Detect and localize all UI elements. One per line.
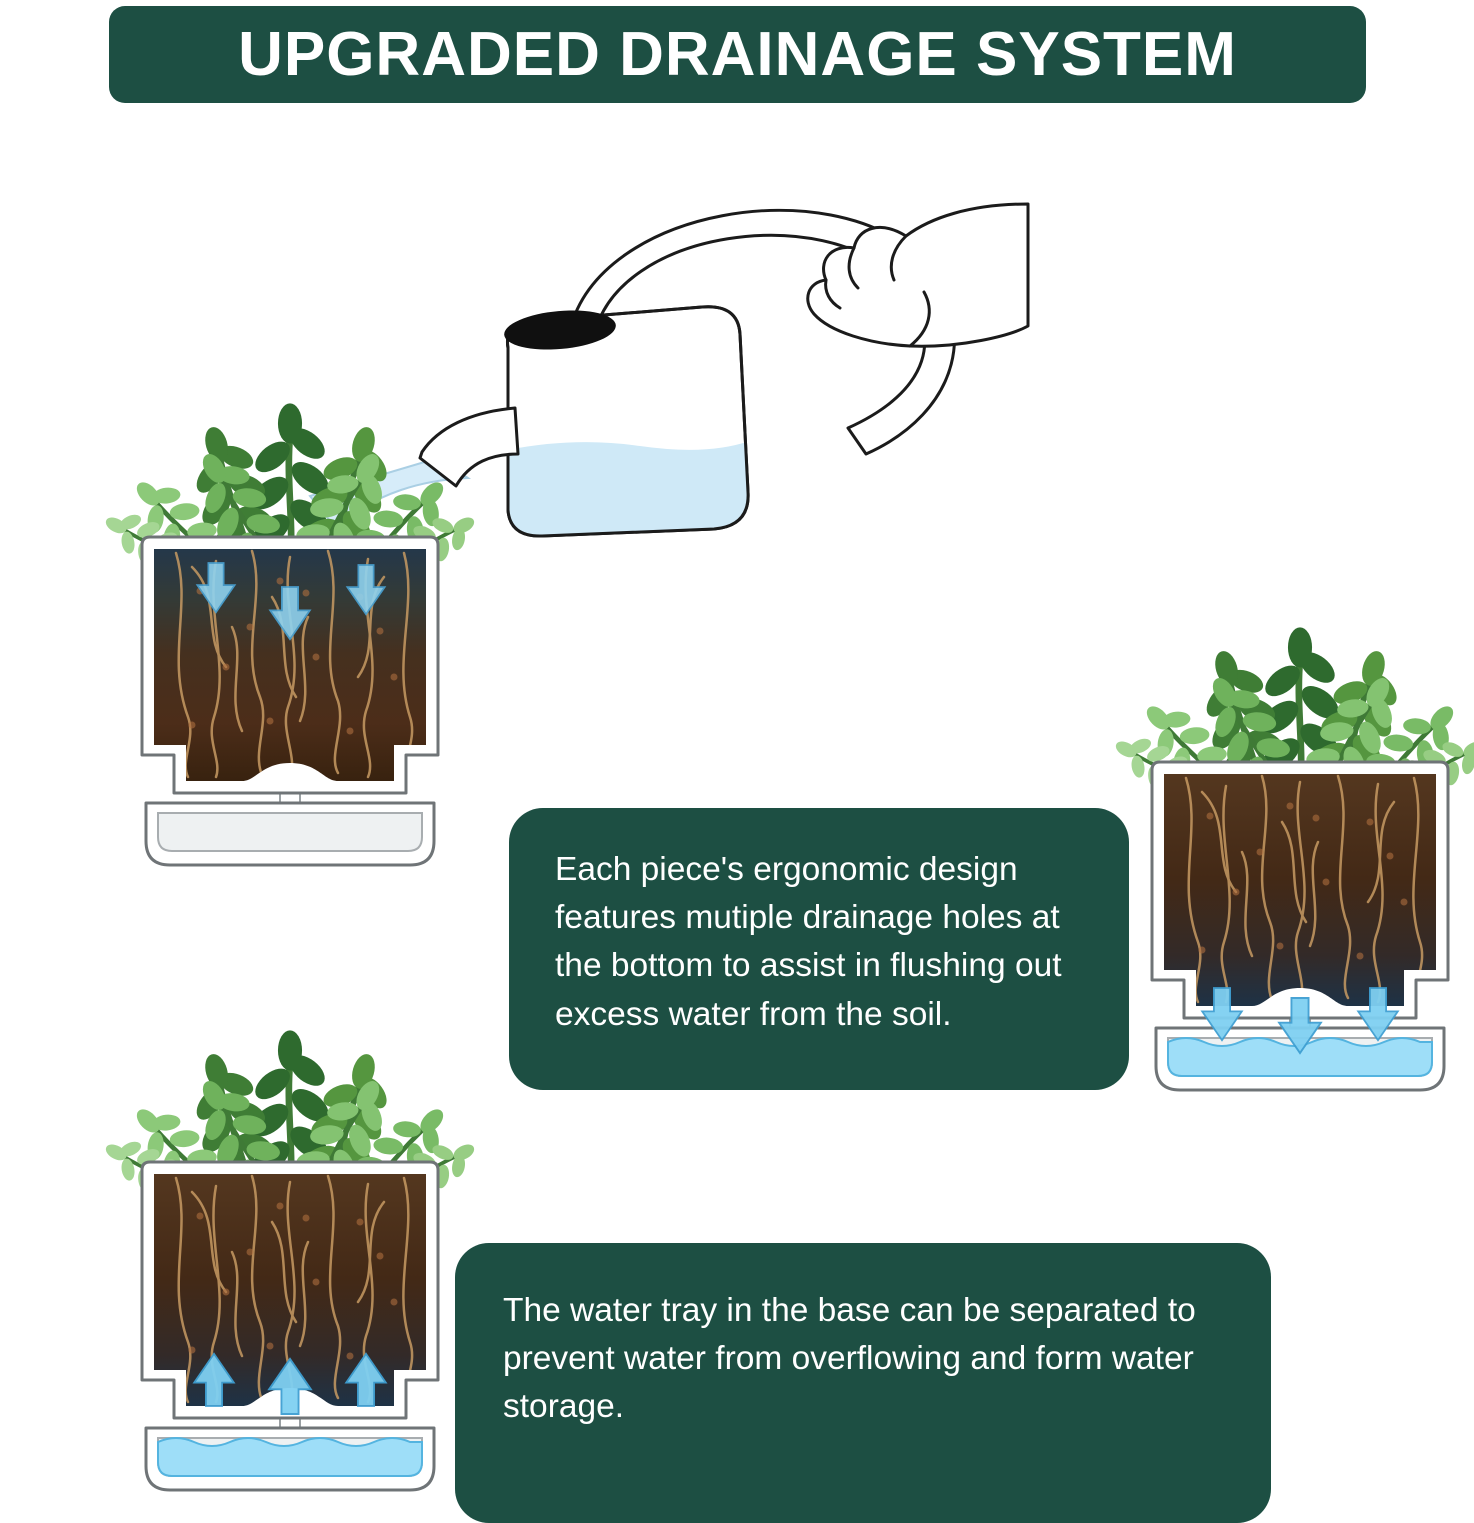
planter-flushing-to-tray-icon — [1150, 760, 1450, 1092]
can-opening — [504, 310, 616, 350]
can-handle — [568, 208, 956, 456]
callout-drainage-holes: Each piece's ergonomic design features m… — [509, 808, 1129, 1090]
callout-water-tray: The water tray in the base can be separa… — [455, 1243, 1271, 1523]
callout-water-tray-text: The water tray in the base can be separa… — [503, 1292, 1196, 1426]
plant-icon — [1135, 582, 1465, 788]
can-water — [507, 440, 749, 537]
hand-icon — [806, 202, 1030, 348]
planter-tray-water-storage-icon — [140, 1160, 440, 1492]
title-banner: UPGRADED DRAINAGE SYSTEM — [109, 6, 1366, 103]
watering-can-pouring-icon — [308, 202, 1030, 538]
planter-draining-from-top-icon — [140, 535, 440, 867]
callout-drainage-holes-text: Each piece's ergonomic design features m… — [555, 851, 1062, 1033]
plant-icon — [125, 358, 455, 564]
can-spout — [418, 406, 520, 488]
page-title: UPGRADED DRAINAGE SYSTEM — [238, 20, 1237, 89]
